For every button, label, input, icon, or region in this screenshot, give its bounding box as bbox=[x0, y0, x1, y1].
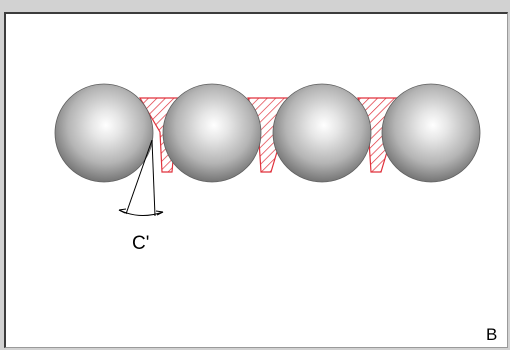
balls bbox=[54, 83, 481, 183]
angle-indicator bbox=[118, 139, 164, 217]
angle-line-right bbox=[151, 139, 156, 217]
ball-1 bbox=[54, 83, 154, 183]
angle-arrow-right bbox=[155, 210, 164, 216]
ball-4 bbox=[381, 83, 481, 183]
angle-arrow-left bbox=[118, 208, 127, 214]
angle-label: C' bbox=[132, 233, 149, 254]
corner-label: B bbox=[486, 325, 497, 344]
angle-line-left bbox=[125, 139, 153, 215]
ball-2 bbox=[162, 83, 262, 183]
ball-3 bbox=[272, 83, 372, 183]
